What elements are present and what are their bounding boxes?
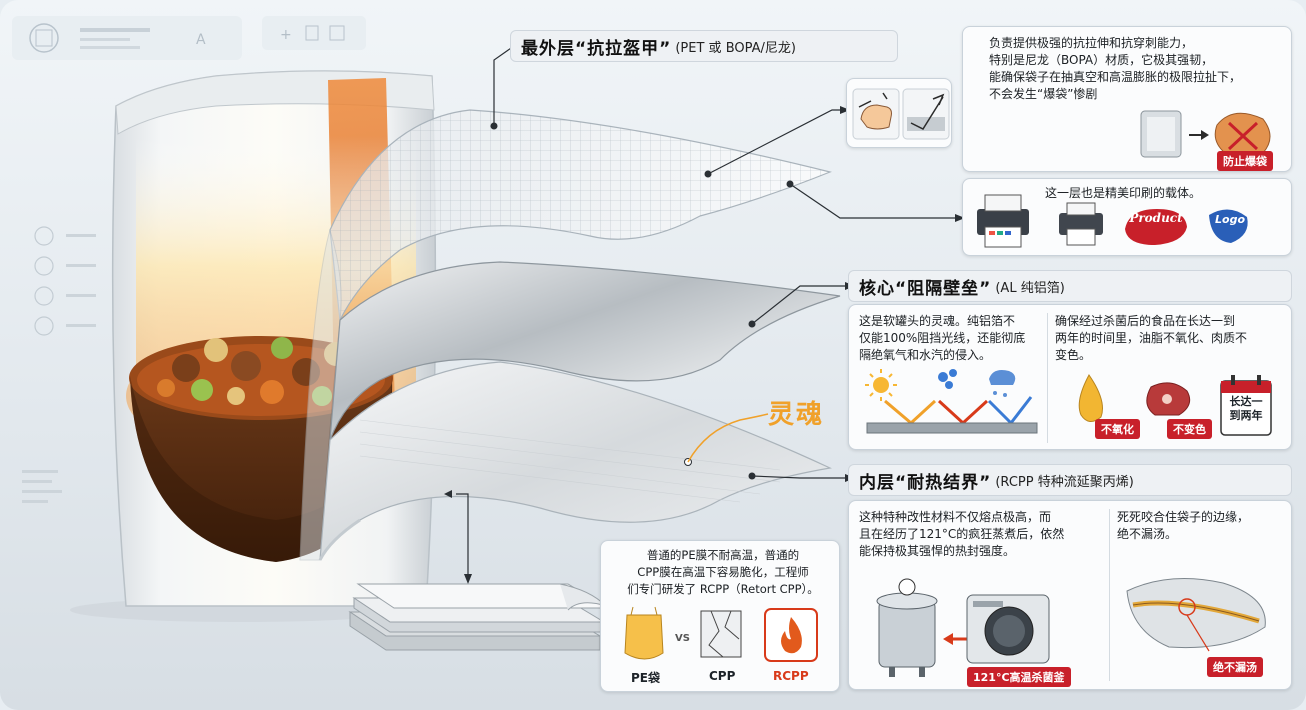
inner-desc-right-line-2: 绝不漏汤。 (1117, 527, 1178, 541)
cracked-cpp-icon (700, 610, 742, 658)
no-oxidation-badge: 不氧化 (1095, 419, 1140, 439)
calendar-text: 长达一 到两年 (1223, 395, 1269, 423)
inner-desc-left-line-2: 且在经历了121°C的疯狂蒸煮后，依然 (859, 527, 1065, 541)
outer-desc-line-3: 能确保袋子在抽真空和高温膨胀的极限拉扯下， (989, 70, 1242, 84)
oxygen-molecule-icon (938, 369, 957, 389)
core-desc-panel: 这是软罐头的灵魂。纯铝箔不 仅能100%阻挡光线，还能彻底 隔绝氧气和水汽的侵入… (848, 304, 1292, 450)
rcpp-label: RCPP (773, 669, 809, 683)
svg-text:A: A (196, 32, 206, 48)
core-desc-left: 这是软罐头的灵魂。纯铝箔不 仅能100%阻挡光线，还能彻底 隔绝氧气和水汽的侵入… (859, 313, 1045, 364)
fist-pull-icon (852, 88, 900, 140)
logo-logo: Logo (1215, 213, 1245, 226)
vs-label: VS (675, 633, 690, 644)
inner-desc-left-line-3: 能保持极其强悍的热封强度。 (859, 544, 1016, 558)
core-desc-left-line-1: 这是软罐头的灵魂。纯铝箔不 (859, 314, 1016, 328)
outer-layer-title-bar: 最外层“抗拉盔甲” (PET 或 BOPA/尼龙) (510, 30, 898, 62)
core-divider (1047, 313, 1048, 443)
sterilizer-drum-icon (966, 594, 1050, 664)
core-layer-subtitle: (AL 纯铝箔) (995, 280, 1065, 296)
outer-desc-line-2: 特别是尼龙（BOPA）材质，它极其强韧， (989, 53, 1214, 67)
outer-desc-text: 负责提供极强的抗拉伸和抗穿刺能力， 特别是尼龙（BOPA）材质，它极其强韧， 能… (989, 35, 1289, 103)
inner-desc-right-line-1: 死死咬合住袋子的边缘， (1117, 510, 1250, 524)
outer-layer-title: 最外层“抗拉盔甲” (521, 38, 672, 59)
inner-desc-left-line-1: 这种特种改性材料不仅熔点极高，而 (859, 510, 1052, 524)
melting-pe-bag-icon (624, 606, 664, 660)
compare-desc-line-1: 普通的PE膜不耐高温，普通的 (646, 548, 800, 562)
inner-layer-subtitle: (RCPP 特种流延聚丙烯) (995, 474, 1134, 490)
printing-desc: 这一层也是精美印刷的载体。 (1045, 186, 1202, 200)
core-layer-title-bar: 核心“阻隔壁垒” (AL 纯铝箔) (848, 270, 1292, 302)
core-desc-left-line-3: 隔绝氧气和水汽的侵入。 (859, 348, 992, 362)
core-desc-right-line-1: 确保经过杀菌后的食品在长达一到 (1055, 314, 1236, 328)
compare-desc-line-3: 们专门研发了 RCPP（Retort CPP）。 (627, 582, 819, 596)
core-desc-right-line-3: 变色。 (1055, 348, 1092, 362)
cpp-label: CPP (709, 669, 736, 683)
sealed-edge-icon (1126, 578, 1266, 652)
printing-panel: 这一层也是精美印刷的载体。 Product Logo (962, 178, 1292, 256)
calendar-icon (1220, 375, 1272, 436)
water-vapor-icon (989, 370, 1016, 397)
product-logo: Product (1129, 211, 1183, 225)
no-discoloration-badge: 不变色 (1167, 419, 1212, 439)
core-layer-title: 核心“阻隔壁垒” (859, 278, 992, 299)
compare-desc: 普通的PE膜不耐高温，普通的 CPP膜在高温下容易脆化，工程师 们专门研发了 R… (609, 547, 837, 598)
inner-desc-panel: 这种特种改性材料不仅熔点极高，而 且在经历了121°C的疯狂蒸煮后，依然 能保持… (848, 500, 1292, 690)
core-desc-left-line-2: 仅能100%阻挡光线，还能彻底 (859, 331, 1026, 345)
soul-label: 灵魂 (768, 400, 825, 430)
sun-icon (865, 369, 897, 401)
core-desc-right-line-2: 两年的时间里，油脂不氧化、肉质不 (1055, 331, 1248, 345)
inner-divider (1109, 509, 1110, 681)
oil-drop-icon (1078, 374, 1103, 422)
inner-layer-title: 内层“耐热结界” (859, 472, 992, 493)
outer-layer-subtitle: (PET 或 BOPA/尼龙) (675, 40, 796, 56)
rcpp-flame-icon (764, 608, 818, 662)
calendar-text-line-1: 长达一 (1229, 395, 1263, 408)
autoclave-icon (876, 578, 938, 677)
prevent-burst-badge: 防止爆袋 (1217, 151, 1273, 171)
pe-cpp-rcpp-panel: 普通的PE膜不耐高温，普通的 CPP膜在高温下容易脆化，工程师 们专门研发了 R… (600, 540, 840, 692)
heat-seal-illustration (876, 578, 1266, 677)
pe-bag-label: PE袋 (631, 671, 660, 685)
svg-text:+: + (280, 27, 292, 43)
barrier-illustration (865, 369, 1272, 436)
printer-icon (977, 194, 1029, 248)
inner-desc-right: 死死咬合住袋子的边缘， 绝不漏汤。 (1117, 509, 1289, 543)
printer-icons (977, 194, 1248, 248)
outer-desc-line-4: 不会发生“爆袋”惨剧 (989, 87, 1098, 101)
outer-desc-panel: 负责提供极强的抗拉伸和抗穿刺能力， 特别是尼龙（BOPA）材质，它极其强韧， 能… (962, 26, 1292, 172)
core-desc-right: 确保经过杀菌后的食品在长达一到 两年的时间里，油脂不氧化、肉质不 变色。 (1055, 313, 1291, 364)
calendar-text-line-2: 到两年 (1229, 409, 1263, 422)
autoclave-badge: 121°C高温杀菌釜 (967, 667, 1071, 687)
layer-stack-small (348, 583, 610, 651)
inner-layer-title-bar: 内层“耐热结界” (RCPP 特种流延聚丙烯) (848, 464, 1292, 496)
inner-desc-left: 这种特种改性材料不仅熔点极高，而 且在经历了121°C的疯狂蒸煮后，依然 能保持… (859, 509, 1115, 560)
burst-prevention-illustration (1140, 110, 1271, 158)
material-comparison-icons (624, 606, 818, 662)
compare-desc-line-2: CPP膜在高温下容易脆化，工程师 (637, 565, 809, 579)
meat-icon (1146, 382, 1191, 416)
no-leak-badge: 绝不漏汤 (1207, 657, 1263, 677)
outer-desc-line-1: 负责提供极强的抗拉伸和抗穿刺能力， (989, 36, 1194, 50)
printer-icon-small (1059, 202, 1103, 246)
outer-icon-panel (846, 78, 952, 148)
puncture-needle-icon (902, 88, 950, 140)
